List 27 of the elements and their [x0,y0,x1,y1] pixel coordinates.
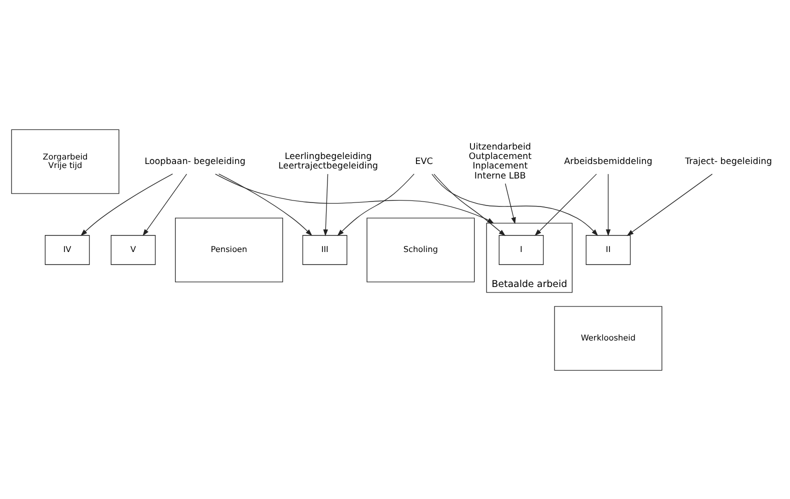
arrow [323,173,328,236]
arrow [504,182,516,224]
node-text: Loopbaan- begeleiding [144,156,246,166]
arrow [142,173,188,236]
arrow [626,173,713,236]
node-box: III [302,234,348,264]
node-text: Leerlingbegeleiding Leertrajectbegeleiding [278,152,378,172]
arrow [534,173,597,236]
node-box: II [586,234,631,264]
node-text: Arbeidsbemiddeling [564,156,652,166]
node-box: Scholing [366,217,475,282]
node-box: I [498,234,544,264]
node-text: EVC [415,156,433,166]
arrow [432,173,598,236]
node-box: V [110,234,156,264]
node-text: Uitzendarbeid Outplacement Inplacement Interne LBB [468,142,532,181]
arrow [218,173,312,236]
arrow [337,173,414,236]
node-text: Traject- begeleiding [684,156,772,166]
arrow [80,173,173,236]
arrow [606,173,611,236]
node-box: IV [44,234,90,264]
arrow [215,173,494,224]
node-box: Pensioen [175,217,284,282]
arrow [434,173,506,236]
node-box: Werkloosheid [554,306,662,370]
node-box: Zorgarbeid Vrije tijd [11,128,120,194]
